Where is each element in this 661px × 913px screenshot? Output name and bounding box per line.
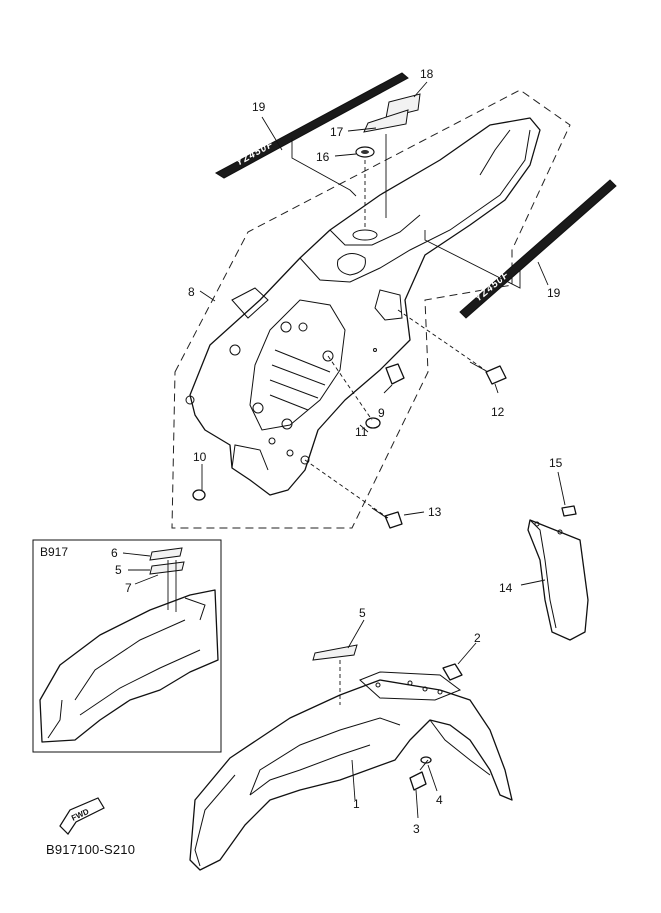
callout-13: 13 bbox=[428, 505, 442, 519]
front-fender bbox=[189, 671, 513, 871]
bolt-13 bbox=[371, 507, 403, 529]
inset-label-6 bbox=[149, 547, 183, 561]
callout-5-inset: 5 bbox=[115, 563, 122, 577]
callout-9: 9 bbox=[378, 406, 385, 420]
callout-3: 3 bbox=[413, 822, 420, 836]
nut-2 bbox=[442, 663, 463, 681]
callout-18: 18 bbox=[420, 67, 434, 81]
grommet-16 bbox=[355, 146, 375, 158]
callout-11: 11 bbox=[355, 425, 368, 439]
callout-17: 17 bbox=[330, 125, 344, 139]
callout-1: 1 bbox=[353, 797, 360, 811]
rear-fender-group-boundary bbox=[171, 89, 571, 529]
callout-4: 4 bbox=[436, 793, 443, 807]
label-5-front bbox=[312, 644, 358, 661]
leader-lines bbox=[122, 81, 566, 819]
callout-10: 10 bbox=[193, 450, 207, 464]
nut-9 bbox=[385, 363, 405, 385]
mud-flap bbox=[527, 519, 589, 641]
callout-7: 7 bbox=[125, 581, 132, 595]
screw-15 bbox=[561, 505, 577, 517]
callout-5: 5 bbox=[359, 606, 366, 620]
callout-2: 2 bbox=[474, 631, 481, 645]
callout-19-right: 19 bbox=[547, 286, 561, 300]
bolt-12 bbox=[469, 361, 507, 385]
callout-8: 8 bbox=[188, 285, 195, 299]
callout-15: 15 bbox=[549, 456, 563, 470]
bolt-3 bbox=[409, 759, 429, 791]
callout-16: 16 bbox=[316, 150, 330, 164]
callout-12: 12 bbox=[491, 405, 505, 419]
inset-title: B917 bbox=[40, 545, 68, 559]
inset-label-5 bbox=[149, 561, 185, 575]
callout-14: 14 bbox=[499, 581, 513, 595]
callout-19-left: 19 bbox=[252, 100, 266, 114]
fwd-arrow-icon: FWD bbox=[59, 797, 105, 835]
inset-front-fender bbox=[39, 589, 219, 743]
callouts: 1 2 3 4 5 5 6 7 8 9 10 11 12 13 14 15 16… bbox=[111, 67, 563, 836]
collar-11 bbox=[365, 417, 381, 429]
rear-fender bbox=[185, 117, 541, 496]
label-18 bbox=[385, 93, 421, 119]
grommet-10 bbox=[192, 489, 206, 501]
drawing-code: B917100-S210 bbox=[46, 842, 136, 857]
callout-6: 6 bbox=[111, 546, 118, 560]
